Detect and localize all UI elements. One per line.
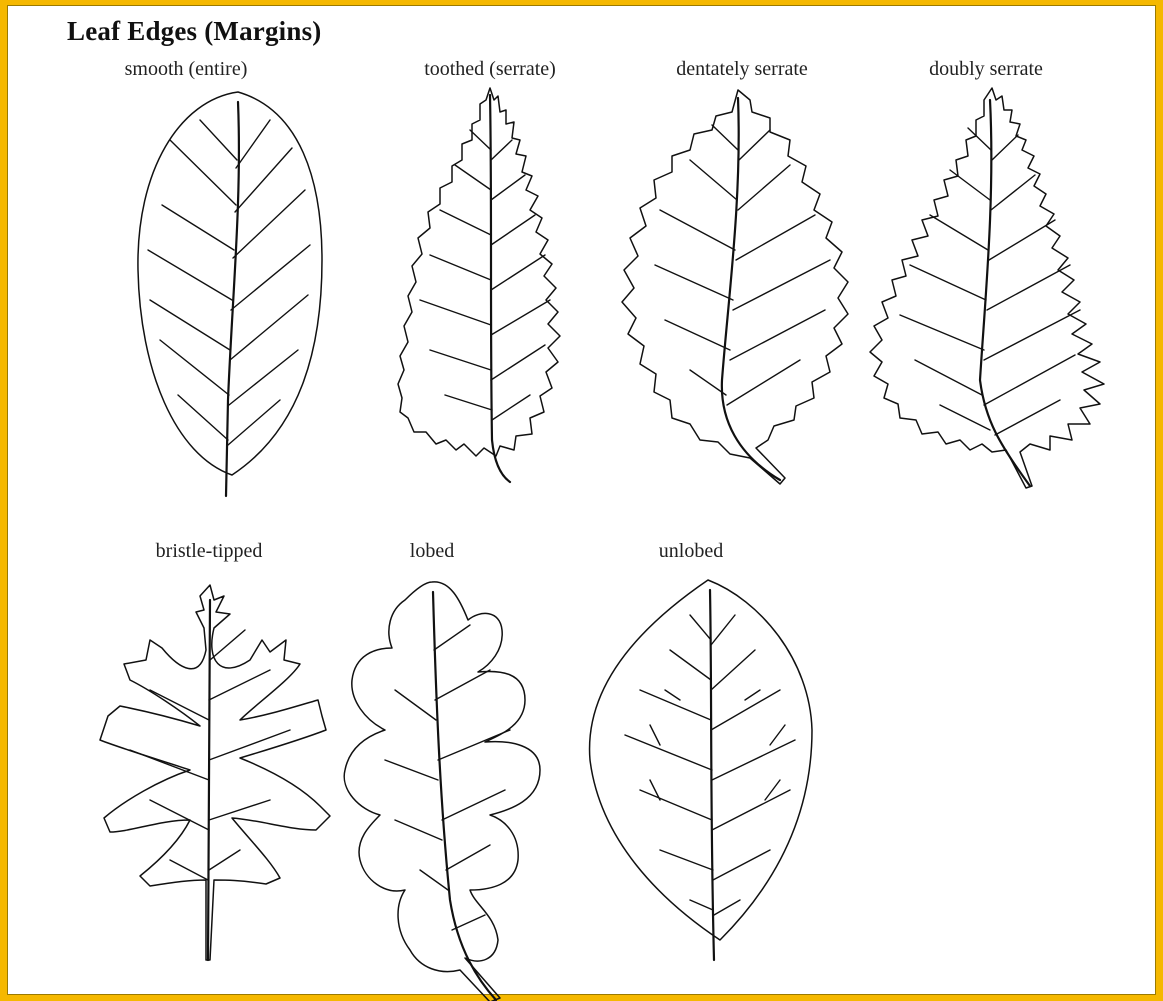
- smooth-leaf-icon: [138, 92, 322, 496]
- lobed-leaf-icon: [344, 582, 540, 1001]
- serrate-leaf-icon: [398, 88, 560, 482]
- bristle-tipped-leaf-icon: [100, 585, 330, 960]
- unlobed-leaf-icon: [590, 580, 812, 960]
- dentate-leaf-icon: [622, 90, 848, 484]
- doubly-serrate-leaf-icon: [870, 88, 1104, 488]
